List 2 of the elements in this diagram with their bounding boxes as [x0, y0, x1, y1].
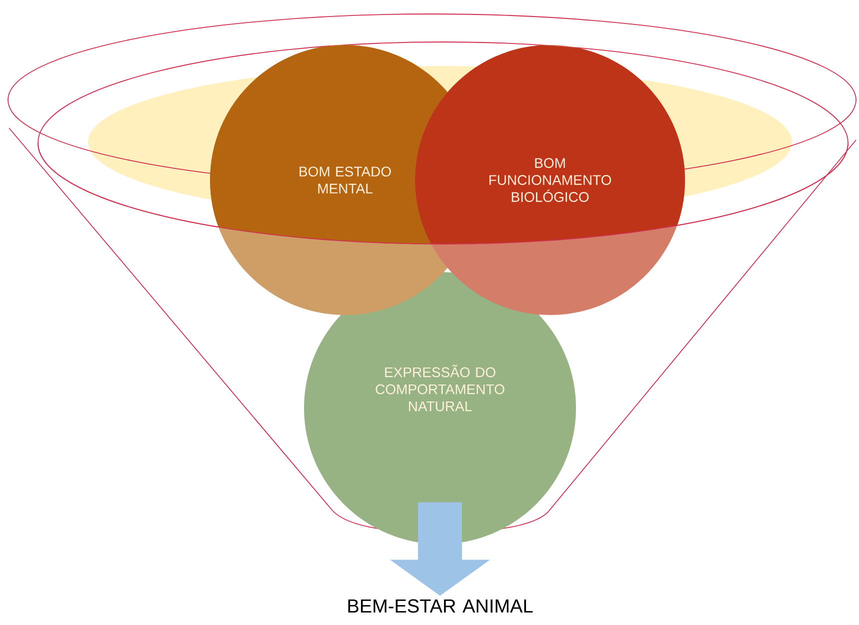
caption-text: BEM-ESTAR ANIMAL: [348, 599, 533, 613]
arrow: [390, 502, 490, 596]
